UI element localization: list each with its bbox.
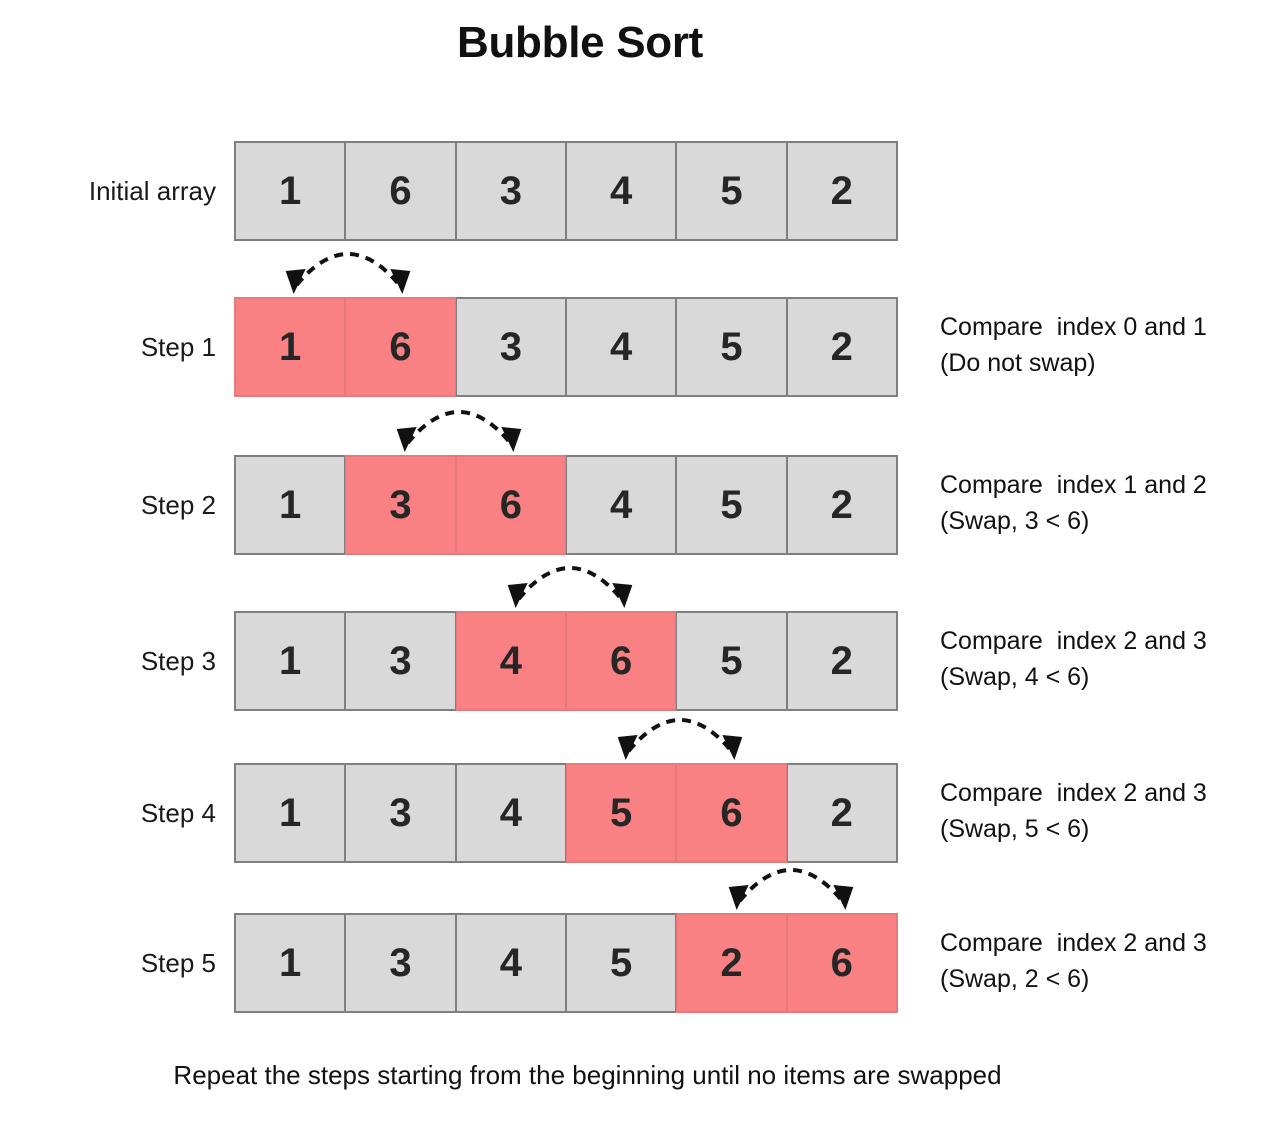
swap-arrow-icon xyxy=(285,252,411,294)
step-note-line-1: Compare index 2 and 3 xyxy=(940,627,1207,655)
array-cell: 6 xyxy=(345,141,456,241)
step-row-label: Step 1 xyxy=(140,332,216,362)
arrowhead-right xyxy=(390,269,411,294)
arrowhead-left xyxy=(507,583,528,608)
array-cell: 2 xyxy=(786,455,898,555)
arrowhead-right xyxy=(833,885,854,910)
array-cell: 5 xyxy=(565,763,677,863)
array-cell: 1 xyxy=(234,913,346,1013)
array-cell: 2 xyxy=(786,763,898,863)
array-cell: 5 xyxy=(676,611,787,711)
array-cell: 6 xyxy=(676,763,787,863)
arrowhead-left xyxy=(396,427,417,452)
array-cell: 2 xyxy=(786,141,898,241)
array-cell: 3 xyxy=(345,611,456,711)
array-cell: 5 xyxy=(565,913,677,1013)
step-note: Compare index 2 and 3 (Swap, 2 < 6) xyxy=(940,925,1270,997)
array-cell: 6 xyxy=(786,913,898,1013)
array-cell: 5 xyxy=(676,141,787,241)
diagram-caption: Repeat the steps starting from the begin… xyxy=(173,1060,1002,1090)
arrowhead-left xyxy=(285,269,306,294)
arrowhead-left xyxy=(617,735,638,760)
step-note-line-1: Compare index 0 and 1 xyxy=(940,313,1207,341)
array-cell: 1 xyxy=(234,763,346,863)
step-note: Compare index 1 and 2 (Swap, 3 < 6) xyxy=(940,467,1270,539)
swap-arrow-icon xyxy=(507,566,632,608)
step-note-line-2: (Swap, 5 < 6) xyxy=(940,815,1090,843)
array-cell: 6 xyxy=(565,611,677,711)
array-cell: 6 xyxy=(455,455,566,555)
array-cell: 4 xyxy=(455,763,566,863)
arrowhead-right xyxy=(611,583,632,608)
step-note: Compare index 2 and 3 (Swap, 5 < 6) xyxy=(940,775,1270,847)
array-cell: 1 xyxy=(234,611,346,711)
array-cell: 6 xyxy=(345,297,456,397)
array-cell: 3 xyxy=(455,297,566,397)
arrowhead-left xyxy=(728,885,749,910)
step-row-label: Step 4 xyxy=(140,798,216,828)
array-cell: 3 xyxy=(345,763,456,863)
step-row-label: Step 3 xyxy=(140,646,216,676)
array-cell: 3 xyxy=(345,913,456,1013)
array-cell: 5 xyxy=(676,455,787,555)
step-row-label: Step 5 xyxy=(140,948,216,978)
arrowhead-right xyxy=(722,735,743,760)
step-note-line-2: (Swap, 3 < 6) xyxy=(940,507,1090,535)
array-cell: 4 xyxy=(455,913,566,1013)
step-note-line-2: (Swap, 4 < 6) xyxy=(940,663,1090,691)
array-cell: 5 xyxy=(676,297,787,397)
array-cell: 1 xyxy=(234,297,346,397)
array-cell: 4 xyxy=(565,141,677,241)
array-cell: 4 xyxy=(455,611,566,711)
step-note: Compare index 0 and 1 (Do not swap) xyxy=(940,309,1270,381)
page-title: Bubble Sort xyxy=(456,18,704,67)
array-cell: 2 xyxy=(786,611,898,711)
array-cell: 2 xyxy=(676,913,787,1013)
step-row-label: Step 2 xyxy=(140,490,216,520)
step-note-line-2: (Swap, 2 < 6) xyxy=(940,965,1090,993)
swap-arrow-icon xyxy=(396,410,522,452)
array-cell: 4 xyxy=(565,455,677,555)
step-row-label: Initial array xyxy=(88,176,216,206)
array-cell: 1 xyxy=(234,455,346,555)
step-note-line-1: Compare index 1 and 2 xyxy=(940,471,1207,499)
step-note-line-2: (Do not swap) xyxy=(940,349,1096,377)
step-note-line-1: Compare index 2 and 3 xyxy=(940,929,1207,957)
array-cell: 4 xyxy=(565,297,677,397)
step-note-line-1: Compare index 2 and 3 xyxy=(940,779,1207,807)
array-cell: 3 xyxy=(455,141,566,241)
array-cell: 2 xyxy=(786,297,898,397)
array-cell: 1 xyxy=(234,141,346,241)
arrowhead-right xyxy=(501,427,522,452)
step-note: Compare index 2 and 3 (Swap, 4 < 6) xyxy=(940,623,1270,695)
array-cell: 3 xyxy=(345,455,456,555)
